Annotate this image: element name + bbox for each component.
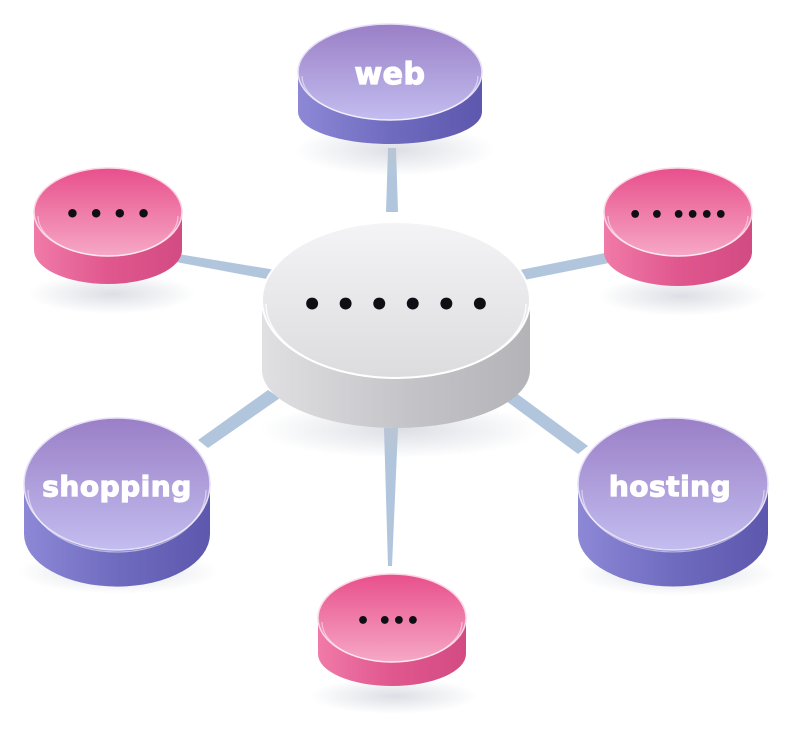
node-top-right: • • •••• — [598, 167, 766, 316]
connector-top-left — [176, 254, 276, 280]
node-web-label: web — [354, 57, 425, 92]
node-hosting: hosting — [576, 417, 776, 596]
node-hosting-label: hosting — [609, 470, 731, 503]
connector-top-right — [510, 252, 614, 282]
node-shopping-label: shopping — [42, 470, 192, 503]
node-web: web — [295, 23, 495, 176]
node-bottom: • ••• — [310, 573, 478, 714]
connectors — [176, 148, 614, 566]
node-top-left-label: • • • • — [65, 200, 151, 228]
center-label: • • • • • • — [301, 285, 491, 325]
node-shopping: shopping — [18, 417, 218, 594]
node-bottom-label: • ••• — [356, 609, 420, 634]
connector-bottom — [384, 428, 398, 566]
connector-hosting — [494, 384, 588, 454]
node-top-right-label: • • •••• — [628, 203, 728, 228]
connector-shopping — [198, 390, 280, 448]
node-center: • • • • • • — [260, 221, 540, 458]
node-top-left: • • • • — [28, 167, 196, 314]
